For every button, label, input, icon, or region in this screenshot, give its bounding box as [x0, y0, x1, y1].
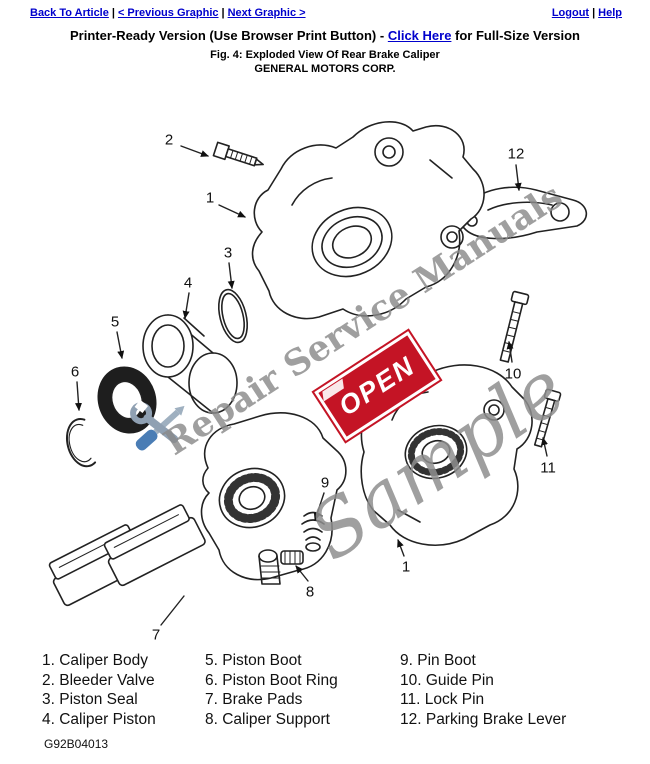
nav-separator: | [221, 7, 225, 19]
callout-1: 1 [205, 189, 215, 207]
printer-ready-line: Printer-Ready Version (Use Browser Print… [0, 28, 650, 43]
company-name: GENERAL MOTORS CORP. [254, 63, 396, 75]
callout-6: 6 [70, 363, 80, 381]
legend-item: 10. Guide Pin [400, 671, 494, 689]
previous-graphic-link[interactable]: < Previous Graphic [117, 7, 219, 19]
parts-legend: 1. Caliper Body 2. Bleeder Valve 3. Pist… [42, 651, 566, 729]
click-here-link[interactable]: Click Here [387, 28, 452, 43]
lock-pin-art [533, 388, 562, 448]
nav-separator: | [592, 7, 596, 19]
legend-item: 9. Pin Boot [400, 652, 476, 669]
legend-item: 5. Piston Boot [205, 652, 302, 669]
caliper-body-art [251, 121, 485, 320]
pin-boot-art [301, 511, 325, 552]
nav-right: Logout|Help [552, 7, 622, 19]
legend-item: 2. Bleeder Valve [42, 671, 155, 689]
callout-7: 7 [151, 626, 161, 644]
nav-separator: | [111, 7, 115, 19]
nav-left: Back To Article|< Previous Graphic|Next … [30, 7, 306, 19]
piston-boot-ring-art [65, 418, 97, 468]
legend-item: 12. Parking Brake Lever [400, 710, 567, 728]
legend-item: 1. Caliper Body [42, 652, 148, 669]
callout-leader-lines [75, 145, 548, 626]
next-graphic-link[interactable]: Next Graphic > [227, 7, 306, 19]
legend-column-2: 5. Piston Boot 6. Piston Boot Ring 7. Br… [205, 651, 400, 729]
legend-item: 7. Brake Pads [205, 691, 303, 708]
callout-8: 8 [305, 583, 315, 601]
logout-link[interactable]: Logout [551, 7, 590, 19]
printer-ready-text: Printer-Ready Version (Use Browser Print… [69, 28, 388, 43]
legend-item: 4. Caliper Piston [42, 710, 156, 728]
callout-11: 11 [540, 459, 556, 477]
tools-watermark-icon [130, 399, 185, 451]
legend-column-1: 1. Caliper Body 2. Bleeder Valve 3. Pist… [42, 651, 205, 729]
callout-4: 4 [183, 274, 193, 292]
guide-pin-art [499, 290, 530, 363]
callout-2: 2 [164, 131, 174, 149]
back-to-article-link[interactable]: Back To Article [30, 7, 109, 19]
figure-caption: Fig. 4: Exploded View Of Rear Brake Cali… [210, 49, 440, 61]
drawing-number: G92B04013 [44, 737, 109, 751]
bleeder-valve-art [212, 141, 264, 167]
caliper-support-art [360, 364, 533, 546]
callout-12: 12 [507, 145, 525, 163]
legend-column-3: 9. Pin Boot 10. Guide Pin 11. Lock Pin 1… [400, 651, 566, 729]
brake-pads-art [48, 504, 206, 607]
callout-10: 10 [504, 365, 522, 383]
callout-5: 5 [110, 313, 120, 331]
legend-item: 6. Piston Boot Ring [205, 671, 338, 689]
help-link[interactable]: Help [598, 7, 622, 19]
top-navigation: Back To Article|< Previous Graphic|Next … [30, 7, 622, 19]
callout-1-support: 1 [401, 558, 411, 576]
caliper-piston-art [142, 314, 238, 414]
support-sleeve-art [280, 550, 304, 565]
callout-3: 3 [223, 244, 233, 262]
legend-item: 3. Piston Seal [42, 691, 138, 708]
piston-seal-art [217, 288, 249, 344]
legend-item: 8. Caliper Support [205, 710, 330, 728]
legend-item: 11. Lock Pin [400, 691, 485, 708]
callout-9: 9 [320, 474, 330, 492]
full-size-text: for Full-Size Version [451, 28, 580, 43]
